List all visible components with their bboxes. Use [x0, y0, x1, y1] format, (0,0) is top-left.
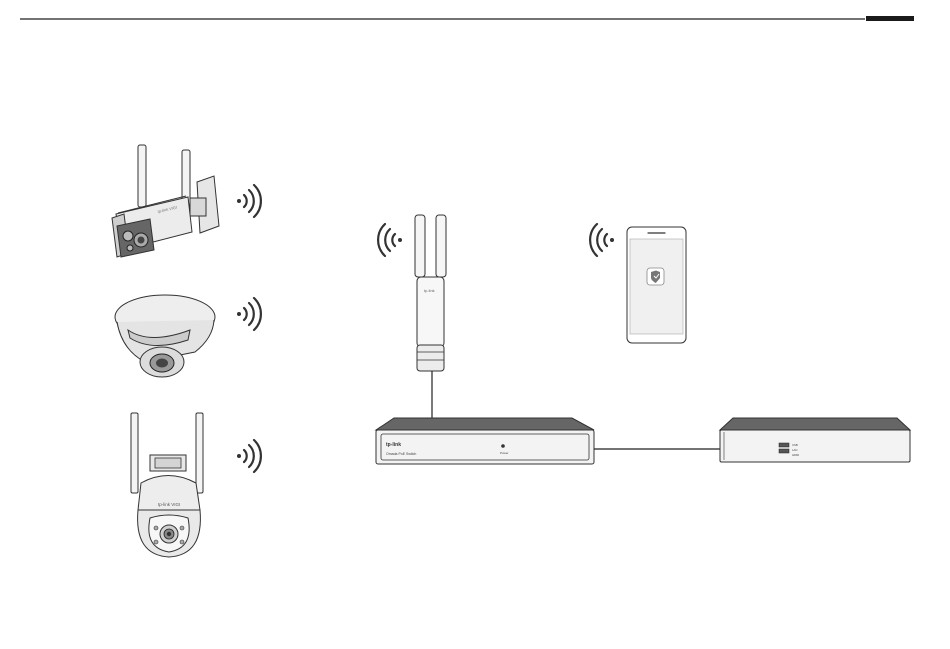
- switch-brand: tp-link: [386, 442, 401, 448]
- switch-power-label: Power: [500, 451, 509, 455]
- ptz-camera: tp-link VIGI: [131, 413, 203, 557]
- wifi-signal-icon: [378, 224, 402, 256]
- poe-switch: tp-link Omada PoE Switch Power: [376, 418, 594, 464]
- smartphone-icon: [627, 227, 686, 343]
- nvr-port-icon: [779, 449, 789, 453]
- nvr: USB LAN HDMI: [720, 418, 910, 462]
- nvr-port-label-1: USB: [792, 443, 798, 447]
- nvr-port-label-2: LAN: [792, 448, 797, 452]
- nvr-port-label-3: HDMI: [792, 453, 799, 457]
- access-point-brand: tp-link: [424, 288, 435, 293]
- wifi-signal-icon: [237, 440, 261, 472]
- power-led-icon: [501, 444, 505, 448]
- outdoor-access-point: tp-link: [415, 215, 446, 371]
- wifi-signal-icon: [237, 298, 261, 330]
- ptz-camera-brand: tp-link VIGI: [158, 502, 180, 507]
- dome-camera: [115, 295, 215, 377]
- switch-model-label: Omada PoE Switch: [386, 452, 416, 456]
- bullet-camera: tp-link VIGI: [112, 145, 219, 257]
- nvr-port-icon: [779, 443, 789, 447]
- wifi-signal-icon: [590, 224, 614, 256]
- wifi-signal-icon: [237, 185, 261, 217]
